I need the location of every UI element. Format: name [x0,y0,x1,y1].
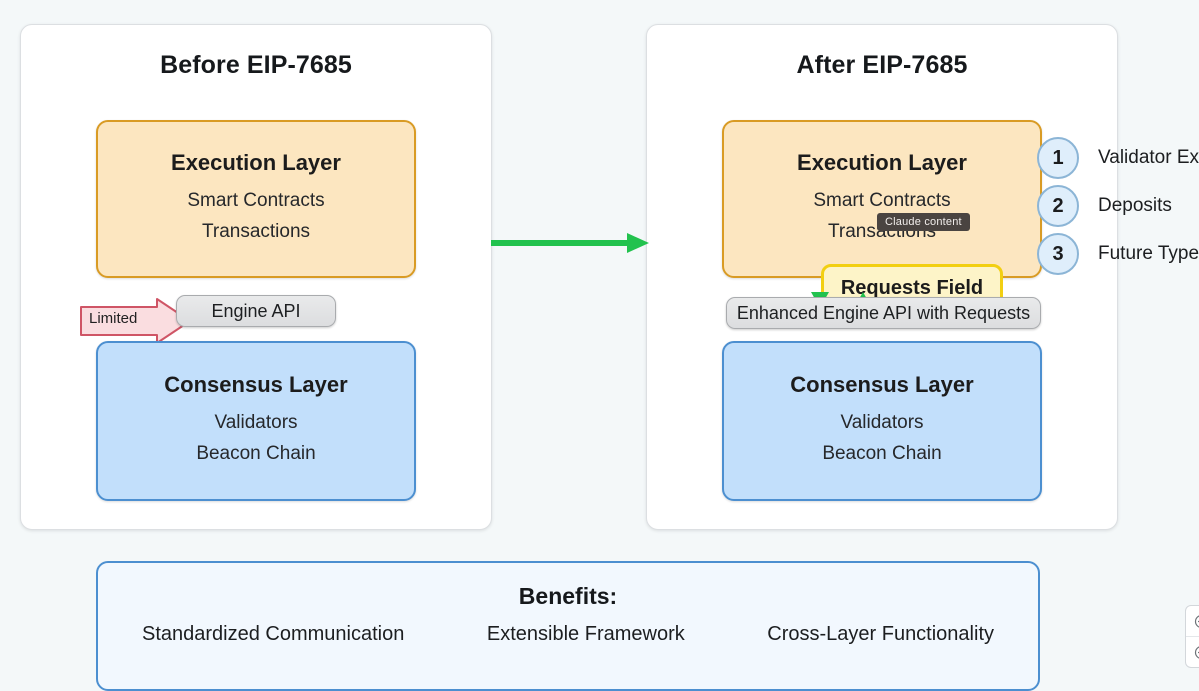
request-type-number: 3 [1037,233,1079,275]
engine-api-pill-before[interactable]: Engine API [176,295,336,327]
consensus-layer-line-2: Beacon Chain [196,439,315,470]
zoom-out-button[interactable] [1186,637,1199,667]
zoom-in-button[interactable] [1186,606,1199,637]
zoom-controls [1185,605,1199,668]
limited-arrow-label: Limited [89,310,137,327]
consensus-layer-heading-after: Consensus Layer [790,372,973,398]
request-type-row: 2 Deposits [1037,182,1199,230]
benefit-item: Extensible Framework [487,623,685,646]
consensus-layer-box-after: Consensus Layer Validators Beacon Chain [722,341,1042,501]
request-type-label: Validator Ex [1098,147,1199,169]
consensus-layer-line-2-after: Beacon Chain [822,439,941,470]
consensus-layer-box-before: Consensus Layer Validators Beacon Chain [96,341,416,501]
transition-arrow [491,231,649,255]
zoom-out-icon [1194,645,1199,660]
request-type-label: Deposits [1098,195,1172,217]
request-type-label: Future Type [1098,243,1199,265]
request-type-row: 3 Future Type [1037,230,1199,278]
claude-content-tooltip: Claude content [877,213,970,231]
execution-layer-box-before: Execution Layer Smart Contracts Transact… [96,120,416,278]
panel-after-title: After EIP-7685 [647,51,1117,80]
enhanced-engine-api-pill[interactable]: Enhanced Engine API with Requests [726,297,1041,329]
request-types-legend: 1 Validator Ex 2 Deposits 3 Future Type [1037,134,1199,278]
benefit-item: Standardized Communication [142,623,404,646]
execution-layer-line-2: Transactions [202,217,310,248]
execution-layer-line-1: Smart Contracts [187,186,324,217]
execution-layer-box-after: Execution Layer Smart Contracts Transact… [722,120,1042,278]
panel-before-eip: Before EIP-7685 Execution Layer Smart Co… [20,24,492,530]
request-type-number: 1 [1037,137,1079,179]
enhanced-engine-api-label: Enhanced Engine API with Requests [737,303,1030,324]
zoom-in-icon [1194,614,1199,629]
execution-layer-heading: Execution Layer [171,150,341,176]
diagram-canvas: Before EIP-7685 Execution Layer Smart Co… [0,0,1199,652]
execution-layer-heading-after: Execution Layer [797,150,967,176]
request-type-row: 1 Validator Ex [1037,134,1199,182]
request-type-number: 2 [1037,185,1079,227]
consensus-layer-line-1-after: Validators [840,408,923,439]
green-right-arrow-icon [491,231,649,255]
engine-api-label: Engine API [211,301,300,322]
benefit-item: Cross-Layer Functionality [767,623,994,646]
panel-before-title: Before EIP-7685 [21,51,491,80]
consensus-layer-line-1: Validators [214,408,297,439]
benefits-items: Standardized Communication Extensible Fr… [128,623,1008,646]
benefits-box: Benefits: Standardized Communication Ext… [96,561,1040,691]
consensus-layer-heading: Consensus Layer [164,372,347,398]
benefits-title: Benefits: [98,583,1038,610]
